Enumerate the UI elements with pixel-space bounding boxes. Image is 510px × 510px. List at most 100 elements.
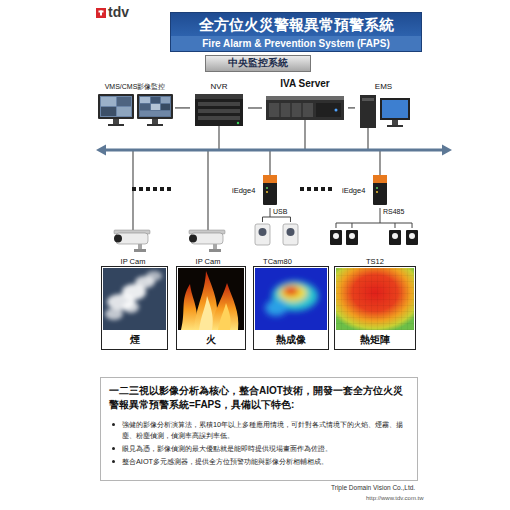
monitor-stand — [387, 125, 403, 127]
flame-core — [199, 296, 213, 330]
monitor-stand — [108, 124, 124, 126]
iedge-device — [263, 175, 277, 205]
logo-text: tdv — [108, 4, 129, 20]
node-label: IP Cam — [121, 257, 146, 266]
fire-background — [178, 268, 244, 330]
video-tile — [117, 107, 131, 116]
camera-lens — [189, 235, 197, 243]
connector — [248, 107, 262, 108]
ellipsis-dot — [314, 187, 318, 191]
thermal-blob — [283, 286, 299, 296]
iedge-top — [373, 175, 387, 183]
heat-grid — [336, 268, 414, 330]
thermal-blob — [279, 284, 307, 302]
heat-sensor — [330, 230, 342, 245]
network-drop — [219, 120, 368, 150]
node-label: iEdge4 — [342, 186, 365, 195]
logo-icon — [96, 8, 106, 18]
connector — [175, 107, 190, 108]
thermal-camera — [255, 224, 270, 245]
monitor-frame — [137, 94, 173, 119]
nvr-node: NVR — [190, 82, 248, 128]
monitor-frame — [98, 94, 134, 119]
ellipsis-dot — [300, 187, 304, 191]
thermal-frame: 熱成像 — [253, 266, 329, 350]
video-tile — [101, 97, 116, 106]
node-label: 中央監控系統 — [228, 57, 288, 70]
intro-text: 一二三視以影像分析為核心，整合AIOT技術，開發一套全方位火災警報異常預警系統=… — [109, 384, 409, 412]
nvr-top — [195, 94, 243, 99]
thermal-blob — [265, 300, 287, 316]
thermal-background — [255, 268, 327, 330]
nvr-bay — [198, 102, 240, 106]
connector — [336, 208, 412, 228]
edge-label: RS485 — [383, 208, 404, 216]
ip-camera-node: IP Cam — [185, 222, 231, 266]
thermal-lens — [287, 228, 295, 236]
iedge-device — [373, 175, 387, 205]
logo-icon-mark — [100, 11, 102, 16]
ellipsis-dot — [321, 187, 325, 191]
heat-matrix — [336, 268, 414, 330]
monitor-stand — [113, 119, 119, 124]
iva-server-node: IVA Server — [262, 78, 348, 124]
ellipsis-dot — [307, 187, 311, 191]
edge-label: USB — [273, 208, 287, 216]
bullet-item: 眼見為憑，影像偵測的最大優點就是能即時提供現場畫面作為佐證。 — [109, 443, 409, 454]
thermal-camera — [283, 224, 298, 245]
monitor-screen — [100, 96, 132, 117]
monitor-stand — [147, 124, 163, 126]
monitor-screen — [139, 96, 171, 117]
ellipsis-dot — [328, 187, 332, 191]
sensor-lens — [392, 233, 398, 239]
smoke-frame: 煙 — [101, 266, 168, 350]
iedge-top — [263, 175, 277, 183]
heat-sensor — [346, 230, 358, 245]
node-label: TCam80 — [263, 257, 292, 266]
node-label: TS12 — [366, 257, 384, 266]
server-panel — [316, 103, 341, 117]
iedge-led — [266, 191, 268, 193]
feature-textbox: 一二三視以影像分析為核心，整合AIOT技術，開發一套全方位火災警報異常預警系統=… — [100, 377, 418, 481]
network-bus — [104, 149, 444, 152]
ip-camera-node: IP Cam — [110, 222, 156, 266]
heat-sensor — [389, 230, 401, 245]
iedge-node: iEdge4 — [342, 172, 392, 208]
node-label: IVA Server — [280, 78, 329, 89]
sensor-lens — [409, 233, 415, 239]
image-caption: 煙 — [130, 330, 140, 349]
bus-arrowhead — [96, 145, 106, 156]
image-caption: 火 — [206, 330, 216, 349]
server-top — [266, 96, 344, 100]
camera-mount — [209, 249, 221, 252]
ellipsis-dot — [160, 187, 164, 191]
video-tile — [151, 104, 160, 110]
ellipsis-dot — [146, 187, 150, 191]
title-text: 全方位火災警報異常預警系統 — [171, 13, 421, 36]
node-label: EMS — [375, 82, 392, 91]
company-name: Triple Domain Vision Co.,Ltd. — [331, 484, 415, 492]
bullet-text: 整合AIOT多元感測器，提供全方位預警功能與影像分析相輔相成。 — [122, 456, 409, 467]
node-label: NVR — [211, 82, 228, 91]
nvr-bay — [198, 116, 240, 120]
iedge-led — [376, 191, 378, 193]
bus-arrowhead — [442, 145, 452, 156]
smoke-background — [103, 268, 166, 330]
heat-sensor-node: TS12 — [326, 228, 424, 266]
video-tile — [151, 97, 160, 103]
video-tile — [140, 111, 170, 116]
connector — [262, 208, 290, 222]
video-tile — [140, 97, 150, 103]
bullet-text: 強健的影像分析演算法，累積10年以上多種應用情境，可針對各式情境下的火焰、煙霧、… — [122, 419, 409, 441]
image-caption: 熱成像 — [276, 330, 306, 349]
company-url: http://www.tdv.com.tw — [366, 495, 424, 502]
subtitle-text: Fire Alarm & Prevention System (FAPS) — [171, 36, 421, 51]
bullet-dot — [112, 447, 115, 450]
server-bays — [269, 103, 313, 117]
fire-frame: 火 — [176, 266, 246, 350]
bullet-dot — [112, 460, 115, 463]
node-label: VMS/CMS影像監控 — [105, 82, 166, 92]
pc-tower — [360, 95, 376, 128]
connector — [348, 107, 355, 108]
bullet-item: 強健的影像分析演算法，累積10年以上多種應用情境，可針對各式情境下的火焰、煙霧、… — [109, 419, 409, 441]
